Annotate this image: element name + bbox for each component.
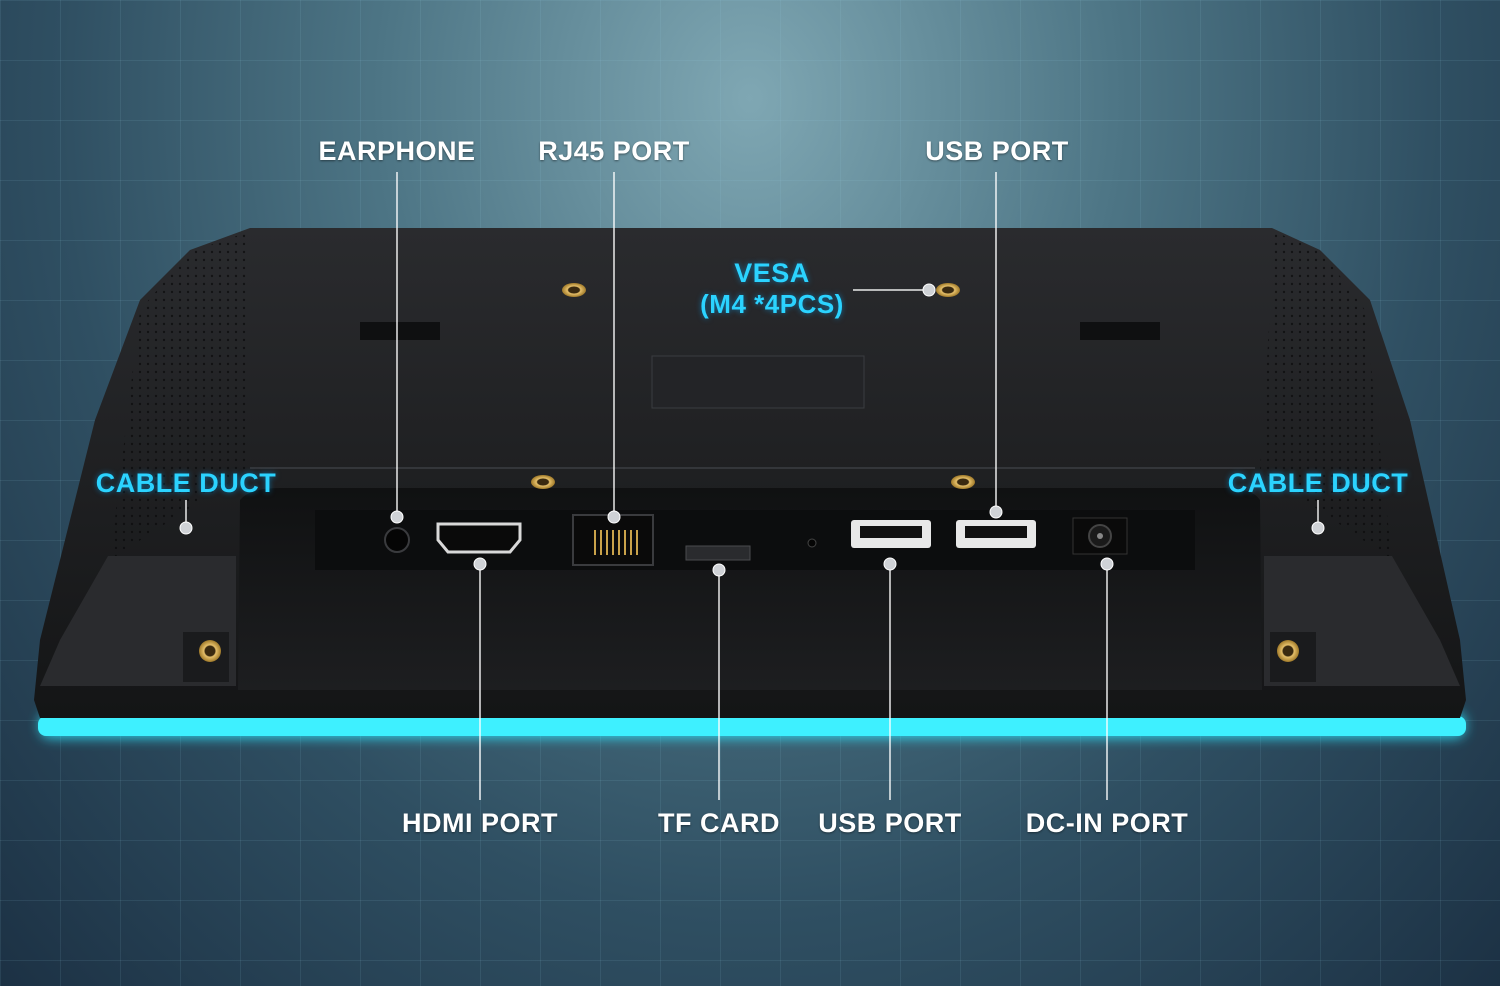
reset-hole <box>807 538 817 548</box>
label-hdmi-port: HDMI PORT <box>402 808 558 838</box>
label-tf-card: TF CARD <box>658 808 780 838</box>
label-usb-port-bottom: USB PORT <box>818 808 962 838</box>
label-cable-duct-right: CABLE DUCT <box>1227 468 1409 498</box>
label-dc-in-port: DC-IN PORT <box>1025 808 1189 838</box>
tf-card-slot <box>685 545 751 561</box>
label-cable-duct-left: CABLE DUCT <box>95 468 277 498</box>
label-earphone: EARPHONE <box>318 136 476 166</box>
earphone-jack <box>384 527 410 553</box>
label-vesa-sub: (M4 *4PCS) <box>700 289 844 319</box>
glow-strip <box>38 716 1466 736</box>
center-recess <box>651 355 865 409</box>
hdmi-port <box>436 522 522 554</box>
vent-left <box>110 232 248 560</box>
label-vesa: VESA (M4 *4PCS) <box>700 258 844 320</box>
slot-right <box>1080 322 1160 340</box>
label-usb-port-top: USB PORT <box>925 136 1069 166</box>
label-rj45-port: RJ45 PORT <box>538 136 690 166</box>
vent-right <box>1260 232 1392 560</box>
slot-left <box>360 322 440 340</box>
label-vesa-title: VESA <box>734 258 810 288</box>
